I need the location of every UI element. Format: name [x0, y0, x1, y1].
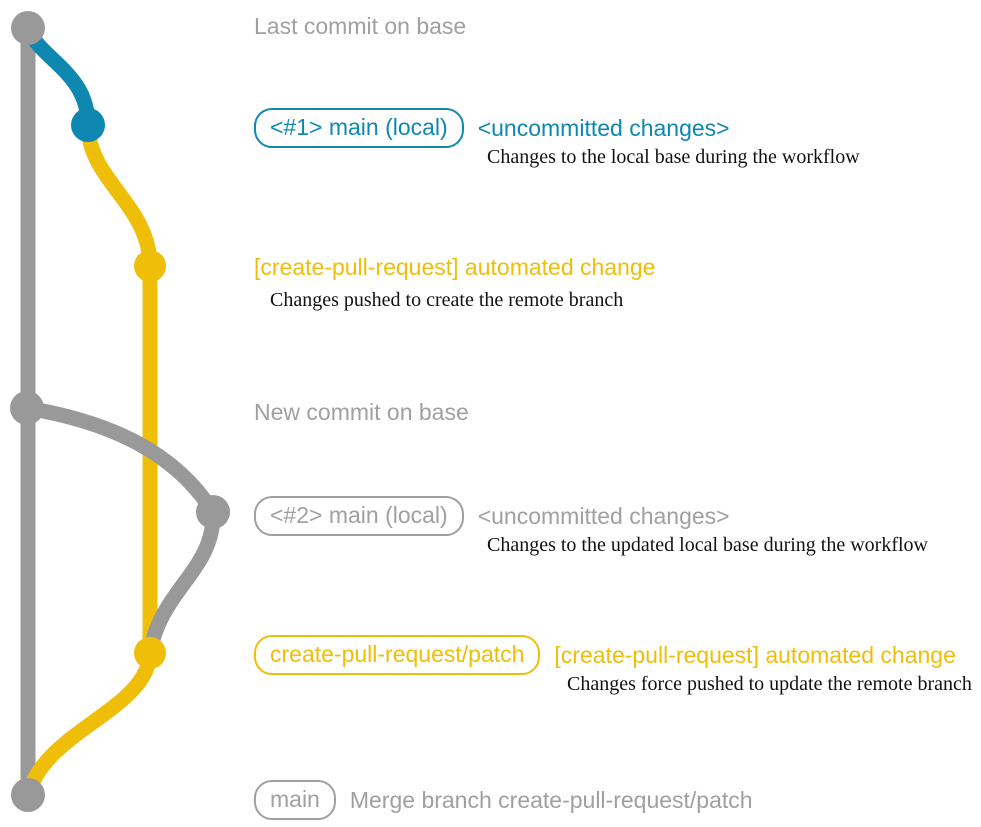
commit-graph-lanes	[10, 11, 230, 812]
subject-local-1: <uncommitted changes>	[477, 114, 730, 141]
local-branch-line	[20, 20, 96, 133]
node-local-head[interactable]	[71, 108, 105, 142]
node-patch-commit-2[interactable]	[134, 637, 166, 669]
updated-local-branch-line	[19, 400, 221, 520]
node-local-head-2[interactable]	[196, 495, 230, 529]
note-automated-change-2: Changes force pushed to update the remot…	[567, 673, 972, 695]
heading-new-commit-on-base: New commit on base	[254, 399, 469, 425]
subject-local-2: <uncommitted changes>	[477, 502, 730, 529]
node-base-head[interactable]	[11, 11, 45, 45]
row-local-2: <#2> main (local) <uncommitted changes>	[254, 496, 730, 536]
patch-branch-line-1	[80, 117, 158, 274]
ref-pill-local-1[interactable]: <#1> main (local)	[254, 108, 464, 148]
node-base-new-commit[interactable]	[10, 391, 44, 425]
row-local-1: <#1> main (local) <uncommitted changes>	[254, 108, 730, 148]
patch-merge-line	[20, 645, 158, 803]
note-automated-change-1: Changes pushed to create the remote bran…	[270, 289, 624, 311]
row-automated-change-2: create-pull-request/patch [create-pull-r…	[254, 635, 956, 675]
note-local-1: Changes to the local base during the wor…	[487, 146, 860, 168]
subject-merge-commit: Merge branch create-pull-request/patch	[349, 786, 753, 813]
subject-automated-change-2: [create-pull-request] automated change	[554, 641, 956, 668]
ref-pill-main[interactable]: main	[254, 780, 336, 820]
ref-pill-create-pull-request-patch[interactable]: create-pull-request/patch	[254, 635, 541, 675]
subject-automated-change-1: [create-pull-request] automated change	[254, 254, 656, 280]
ref-pill-local-2[interactable]: <#2> main (local)	[254, 496, 464, 536]
node-patch-commit-1[interactable]	[134, 250, 166, 282]
updated-local-to-patch-line	[142, 504, 221, 661]
node-merge-commit[interactable]	[11, 778, 45, 812]
row-merge-commit: main Merge branch create-pull-request/pa…	[254, 780, 753, 820]
heading-last-commit-on-base: Last commit on base	[254, 13, 467, 39]
note-local-2: Changes to the updated local base during…	[487, 534, 928, 556]
